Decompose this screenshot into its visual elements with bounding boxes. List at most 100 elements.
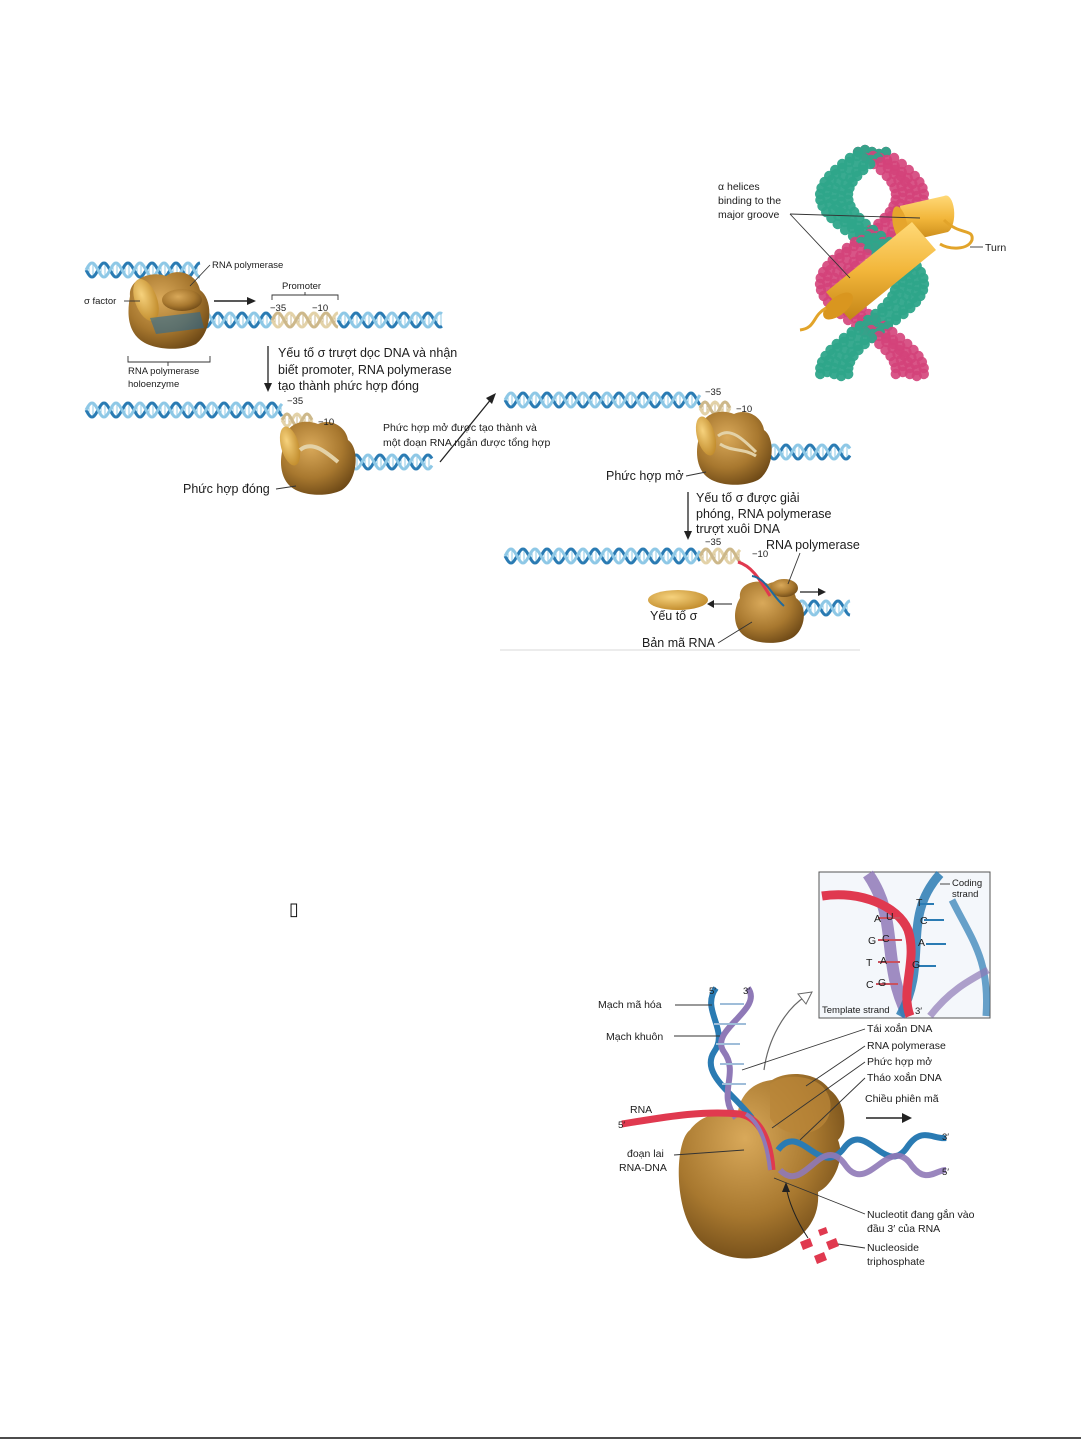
open-complex-label-3: Phức hợp mở [867,1056,932,1068]
nucleotide-label-line1: Nucleotit đang gắn vào [867,1208,975,1221]
helix-tail [799,306,827,332]
alpha-helix-cylinder-front [823,222,936,320]
promoter-bracket [271,292,339,300]
open-complex-enzyme [695,411,772,485]
rewind-leader [741,1028,866,1071]
inset-base-pairs [876,903,946,985]
dna-backbone [766,443,852,461]
inset-base-letters: A U G C T A C G T C A G [866,897,928,991]
ntp-label-line1: Nucleoside [867,1242,919,1254]
minus10-label-3: −10 [736,404,752,415]
atom-sphere [905,302,916,314]
step1-line1: Yếu tố σ trượt dọc DNA và nhận [278,346,457,360]
rna-transcript-label: Bản mã RNA [642,636,716,650]
coding-label: Mạch mã hóa [598,999,662,1011]
closed-complex-leader [275,485,297,490]
dna-backbone [198,311,274,329]
step3-line3: trượt xuôi DNA [696,522,781,536]
figure1-transcription-initiation: σ factor RNA polymerase RNA polymerase h… [84,260,860,651]
nucleotide-leader [773,1177,866,1215]
minus10-label-1: −10 [312,303,328,314]
rna-strand [621,1109,776,1171]
rna-polymerase-label-4: RNA polymerase [766,538,860,552]
minus35-label-3: −35 [705,387,721,398]
rna-transcript-leader [717,621,753,644]
rnap-label: RNA polymerase [867,1040,946,1052]
dna-backbone [698,547,742,565]
minus10-label-4: −10 [752,549,768,560]
closed-complex-label: Phức hợp đóng [183,482,270,496]
dna-helix-4a [503,547,702,565]
helices-leader-1 [789,213,921,219]
dna-backbone [503,547,702,565]
base-letter: C [920,915,928,927]
base-letter: A [874,913,881,925]
ntp-label-line2: triphosphate [867,1256,925,1268]
nucleoside-triphosphates [800,1227,839,1264]
base-letter: A [880,955,887,967]
nucleotide-label-line2: đầu 3′ của RNA [867,1223,940,1235]
hybrid-label-line1: đoạn lai [627,1148,664,1160]
figure2-helix-dna-binding: α helices binding to the major groove Tu… [718,144,1006,382]
promoter-label: Promoter [282,281,321,292]
dna-backbone [698,547,742,565]
rna-polymerase-holoenzyme-1 [128,272,210,349]
rna-polymerase-label-1: RNA polymerase [212,260,283,271]
arrow-step2 [439,397,493,463]
minus35-label-4: −35 [705,537,721,548]
base-letter: G [868,935,876,947]
atom-sphere [843,368,854,380]
step1-line2: biết promoter, RNA polymerase [278,363,452,377]
dna-backbone [336,311,443,329]
helices-label-line3: major groove [718,209,779,221]
step2-line1: Phức hợp mở được tạo thành và [383,422,537,434]
rnap-leader [805,1045,866,1087]
open-complex-leader [685,471,707,477]
dna-backbone [84,261,201,279]
arrow-step3-head [684,531,692,540]
atom-sphere [898,308,909,320]
coding-strand-label-line2: strand [952,889,978,900]
unwind-leader [799,1077,866,1141]
holoenzyme-bracket [127,356,211,366]
atom-sphere [890,314,902,326]
dna-backbone [84,401,284,419]
placeholder-glyph: ▯ [289,899,299,920]
atom-sphere [894,332,906,344]
figure3-transcription-bubble: A U G C T A C G T C A G Coding strand Te… [598,870,991,1268]
turn-label: Turn [985,242,1006,254]
step2-line2: một đoạn RNA ngắn được tổng hợp [383,436,550,449]
minus35-label-2: −35 [287,396,303,407]
zoom-arrow-head [797,991,813,1005]
rna-label: RNA [630,1104,652,1116]
step1-line3: tạo thành phức hợp đóng [278,379,419,393]
elongating-enzyme [735,560,804,643]
holoenzyme-label-line1: RNA polymerase [128,366,199,377]
atom-sphere [865,158,876,170]
dna-helix-3b [766,443,852,461]
atom-sphere [896,158,907,170]
atom-sphere [866,332,878,344]
base-letter: T [916,897,923,909]
ntp-entry-arrow-head [782,1182,790,1192]
arrow-elongation-head [818,588,826,596]
helices-leader-2 [789,213,851,279]
inset-strands [821,870,991,1019]
hybrid-leader [673,1149,745,1156]
dna-strands-left [707,986,755,1120]
dna-backbone [84,261,201,279]
unwind-label: Tháo xoắn DNA [867,1071,942,1084]
closed-complex-enzyme [279,421,356,495]
rna-polymerase-leader-4 [787,552,801,585]
zoom-arrow [763,995,807,1071]
minus10-label-2: −10 [318,417,334,428]
base-letter: T [866,957,873,969]
rna-polymerase-leader-1 [189,264,211,287]
inset-3prime-label: 3′ [915,1006,922,1017]
hybrid-label-line2: RNA-DNA [619,1162,667,1174]
open-complex-leader-3 [771,1061,866,1129]
promoter-helix-4 [698,547,742,565]
released-sigma-factor [648,590,708,610]
minus35-label-1: −35 [270,303,286,314]
